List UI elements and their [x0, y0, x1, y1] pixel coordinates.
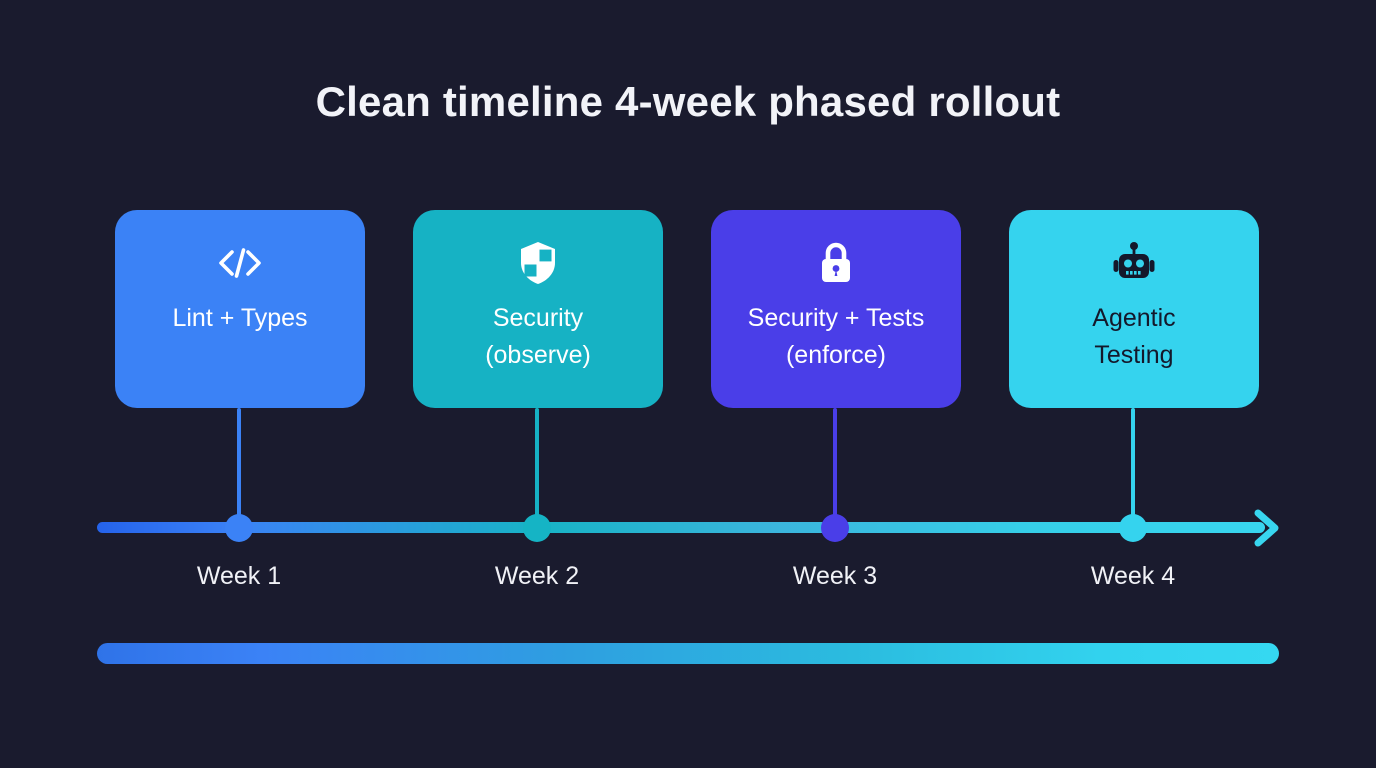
robot-icon [1110, 240, 1158, 286]
phase-card-security-tests-enforce[interactable]: Security + Tests (enforce) [711, 210, 961, 408]
page-title: Clean timeline 4-week phased rollout [315, 78, 1061, 125]
phase-card-label: Security + Tests (enforce) [738, 300, 935, 374]
phase-card-label-line2: (observe) [485, 341, 591, 369]
timeline-dot-week-4[interactable] [1119, 514, 1147, 542]
phase-card-label-line1: Agentic [1092, 304, 1176, 332]
connector-line-week-2 [535, 408, 539, 520]
phase-card-security-observe[interactable]: Security (observe) [413, 210, 663, 408]
phase-card-lint-types[interactable]: Lint + Types [115, 210, 365, 408]
timeline-axis [97, 522, 1265, 533]
progress-bar [97, 643, 1279, 664]
connector-line-week-4 [1131, 408, 1135, 520]
week-label-2: Week 2 [494, 562, 580, 590]
week-label-3: Week 3 [792, 562, 878, 590]
timeline-dot-week-3[interactable] [821, 514, 849, 542]
phase-card-label: Security (observe) [475, 300, 601, 374]
code-icon [217, 240, 263, 286]
phase-card-agentic-testing[interactable]: Agentic Testing [1009, 210, 1259, 408]
week-label-1: Week 1 [196, 562, 282, 590]
phase-card-label-line1: Security [492, 304, 584, 332]
week-label-4: Week 4 [1090, 562, 1176, 590]
connector-line-week-1 [237, 408, 241, 520]
phase-card-label-line2: (enforce) [785, 341, 887, 369]
phase-card-row: Lint + Types Security (observe) [115, 210, 1261, 408]
phase-card-label-line2: Testing [1094, 341, 1174, 369]
lock-icon [817, 240, 855, 286]
shield-icon [518, 240, 558, 286]
timeline-dot-week-1[interactable] [225, 514, 253, 542]
arrow-right-icon [1252, 508, 1282, 548]
timeline-dot-week-2[interactable] [523, 514, 551, 542]
phase-card-label: Lint + Types [172, 304, 308, 332]
phase-card-label: Agentic Testing [1082, 300, 1185, 374]
connector-line-week-3 [833, 408, 837, 520]
phase-card-label-line1: Security + Tests [747, 304, 925, 332]
